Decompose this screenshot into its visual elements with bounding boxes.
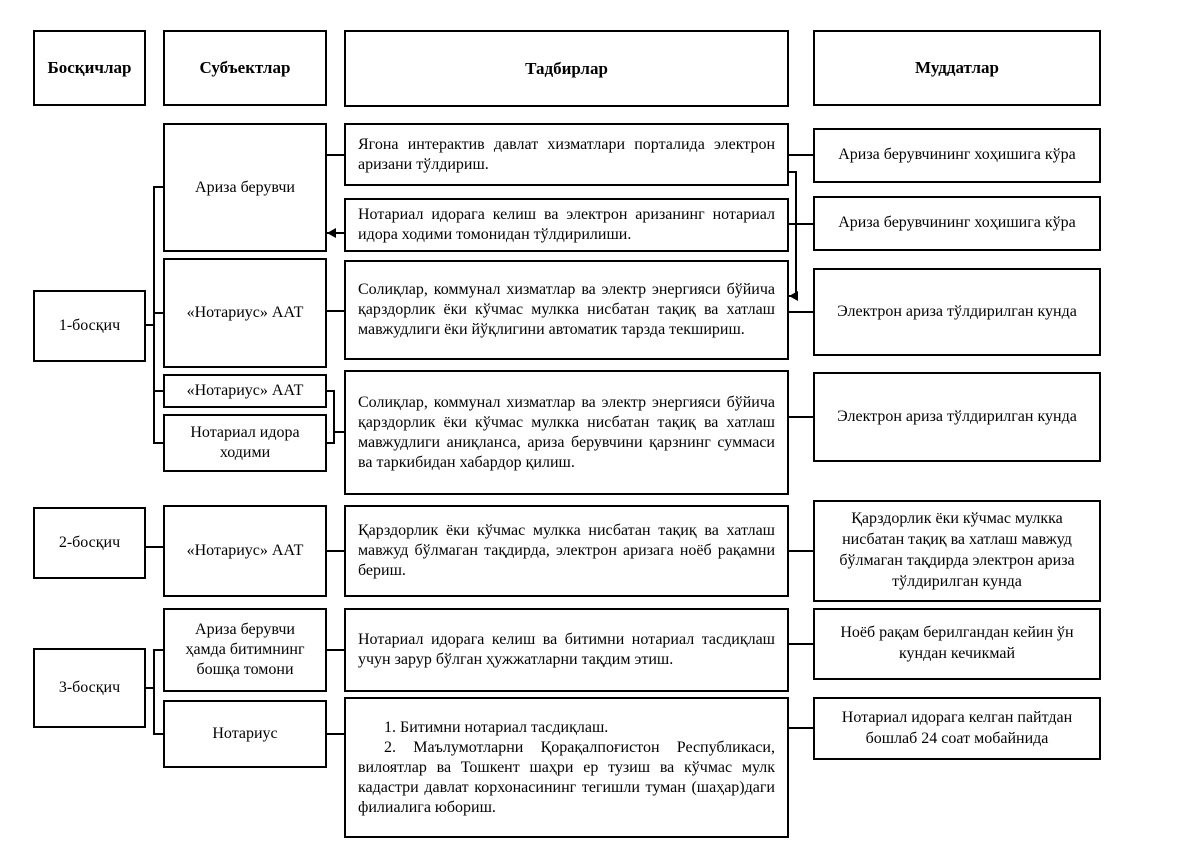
activity-item-1: 1. Битимни нотариал тасдиқлаш. <box>384 718 609 736</box>
connector-line <box>789 171 797 173</box>
connector-line <box>327 390 335 392</box>
activity-automatic-debt-check: Солиқлар, коммунал хизматлар ва электр э… <box>344 260 789 360</box>
header-activities: Тадбирлар <box>344 30 789 107</box>
connector-line <box>327 733 344 735</box>
deadline-box-3: Электрон ариза тўлдирилган кунда <box>813 268 1101 356</box>
subject-notarius-aat-2: «Нотариус» ААТ <box>163 374 327 408</box>
connector-line <box>789 154 813 156</box>
connector-line <box>146 546 163 548</box>
connector-line <box>153 390 163 392</box>
deadline-box-2: Ариза берувчининг хоҳишига кўра <box>813 196 1101 251</box>
connector-arrow-left <box>327 228 336 238</box>
header-stages: Босқичлар <box>33 30 146 106</box>
connector-line <box>789 223 813 225</box>
stage-2-box: 2-босқич <box>33 507 146 579</box>
connector-line <box>153 186 163 188</box>
activity-office-fill-application: Нотариал идорага келиш ва электрон ариза… <box>344 198 789 252</box>
activity-notify-about-debt: Солиқлар, коммунал хизматлар ва электр э… <box>344 370 789 495</box>
connector-line <box>789 727 813 729</box>
activity-text: 1. Битимни нотариал тасдиқлаш. 2. Маълум… <box>358 718 775 818</box>
stage-3-box: 3-босқич <box>33 648 146 728</box>
connector-line <box>333 390 335 444</box>
deadline-box-5: Қарздорлик ёки кўчмас мулкка нисбатан та… <box>813 500 1101 602</box>
connector-line <box>327 154 344 156</box>
activity-text: Ягона интерактив давлат хизматлари порта… <box>358 135 775 173</box>
header-deadlines: Муддатлар <box>813 30 1101 106</box>
activity-item-2: 2. Маълумотларни Қорақалпоғистон Республ… <box>358 738 775 816</box>
activity-submit-documents: Нотариал идорага келиш ва битимни нотари… <box>344 608 789 692</box>
connector-line <box>795 171 797 297</box>
connector-line <box>153 186 155 444</box>
connector-line <box>789 416 813 418</box>
subject-notarius-aat-3: «Нотариус» ААТ <box>163 505 327 597</box>
connector-line <box>153 312 163 314</box>
stage-1-box: 1-босқич <box>33 290 146 362</box>
connector-line <box>333 431 344 433</box>
activity-fill-online-application: Ягона интерактив давлат хизматлари порта… <box>344 123 789 186</box>
activity-text: Нотариал идорага келиш ва битимни нотари… <box>358 631 775 668</box>
activity-text: Нотариал идорага келиш ва электрон ариза… <box>358 206 775 243</box>
subject-applicant: Ариза берувчи <box>163 123 327 252</box>
connector-line <box>153 649 155 735</box>
connector-line <box>327 649 344 651</box>
connector-line <box>789 550 813 552</box>
activity-certify-and-send: 1. Битимни нотариал тасдиқлаш. 2. Маълум… <box>344 697 789 838</box>
connector-line <box>789 311 813 313</box>
activity-text: Солиқлар, коммунал хизматлар ва электр э… <box>358 281 775 338</box>
connector-line <box>153 649 163 651</box>
deadline-box-4: Электрон ариза тўлдирилган кунда <box>813 372 1101 462</box>
subject-notary: Нотариус <box>163 700 327 768</box>
subject-applicant-and-other-party: Ариза берувчи ҳамда битимнинг бошқа томо… <box>163 608 327 692</box>
connector-line <box>146 324 155 326</box>
connector-arrow-left <box>789 291 798 301</box>
deadline-box-1: Ариза берувчининг хоҳишига кўра <box>813 128 1101 183</box>
connector-line <box>789 643 813 645</box>
header-subjects: Субъектлар <box>163 30 327 106</box>
activity-assign-unique-number: Қарздорлик ёки кўчмас мулкка нисбатан та… <box>344 505 789 597</box>
connector-line <box>153 442 163 444</box>
deadline-box-7: Нотариал идорага келган пайтдан бошлаб 2… <box>813 697 1101 760</box>
subject-notary-office-clerk: Нотариал идора ходими <box>163 414 327 472</box>
activity-text: Қарздорлик ёки кўчмас мулкка нисбатан та… <box>358 522 775 579</box>
connector-line <box>327 550 344 552</box>
deadline-box-6: Ноёб рақам берилгандан кейин ўн кундан к… <box>813 608 1101 680</box>
connector-line <box>327 310 344 312</box>
connector-line <box>146 687 155 689</box>
connector-line <box>327 442 335 444</box>
subject-notarius-aat-1: «Нотариус» ААТ <box>163 258 327 368</box>
activity-text: Солиқлар, коммунал хизматлар ва электр э… <box>358 393 775 471</box>
connector-line <box>153 733 163 735</box>
